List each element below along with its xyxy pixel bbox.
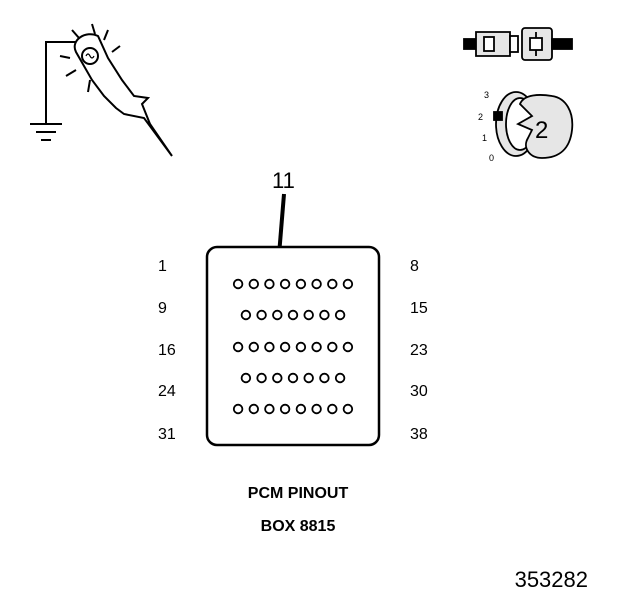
connector-pin bbox=[248, 403, 260, 415]
connector-pin bbox=[279, 403, 291, 415]
ignition-key-position-label: 2 bbox=[535, 117, 548, 144]
row-label-left: 9 bbox=[158, 300, 167, 317]
connector-pin bbox=[327, 278, 338, 290]
connector-pin bbox=[264, 278, 275, 290]
row-label-left: 16 bbox=[158, 342, 176, 359]
connector-disconnected-icon bbox=[463, 27, 573, 61]
connector-pin bbox=[303, 309, 314, 321]
ignition-position-1: 1 bbox=[482, 133, 487, 143]
row-label-right: 15 bbox=[410, 300, 428, 317]
pcm-connector-face bbox=[205, 245, 381, 447]
connector-pin bbox=[287, 372, 299, 384]
connector-pin bbox=[248, 341, 260, 353]
ground-symbol-icon bbox=[30, 123, 62, 141]
connector-pin bbox=[342, 403, 354, 415]
row-label-left: 1 bbox=[158, 258, 167, 275]
figure-number: 353282 bbox=[515, 567, 588, 592]
ignition-position-3: 3 bbox=[484, 90, 489, 100]
connector-pin bbox=[232, 278, 244, 290]
connector-pin bbox=[256, 309, 267, 321]
row-label-left: 31 bbox=[158, 426, 176, 443]
connector-pin bbox=[319, 309, 330, 321]
ignition-position-0: 0 bbox=[489, 153, 494, 163]
connector-pin bbox=[240, 309, 252, 321]
connector-pin bbox=[256, 372, 267, 384]
connector-pin bbox=[279, 278, 291, 290]
connector-pin bbox=[327, 403, 338, 415]
connector-pin bbox=[311, 341, 322, 353]
connector-pin bbox=[248, 278, 260, 290]
connector-pin bbox=[232, 403, 244, 415]
connector-pin bbox=[232, 341, 244, 353]
connector-pin bbox=[311, 403, 322, 415]
connector-pin bbox=[287, 309, 299, 321]
row-label-left: 24 bbox=[158, 383, 176, 400]
connector-pin bbox=[334, 309, 346, 321]
connector-pin bbox=[327, 341, 338, 353]
highlighted-pin bbox=[272, 309, 283, 321]
connector-pin bbox=[264, 403, 275, 415]
connector-pin bbox=[295, 341, 307, 353]
caption-subtitle: BOX 8815 bbox=[261, 518, 336, 535]
ignition-position-2: 2 bbox=[478, 112, 483, 122]
ignition-switch-key-icon: 3 2 1 0 2 bbox=[478, 90, 574, 163]
connector-pin bbox=[342, 278, 354, 290]
connector-pin bbox=[240, 372, 252, 384]
pin-row-labels-right: 8 15 23 30 38 bbox=[410, 258, 428, 443]
connector-pin bbox=[311, 278, 322, 290]
row-label-right: 8 bbox=[410, 258, 419, 275]
connector-pin bbox=[295, 403, 307, 415]
test-light-probe-icon bbox=[30, 23, 173, 157]
connector-pin bbox=[342, 341, 354, 353]
row-label-right: 38 bbox=[410, 426, 428, 443]
connector-pin bbox=[334, 372, 346, 384]
row-label-right: 23 bbox=[410, 342, 428, 359]
connector-pin bbox=[264, 341, 275, 353]
pin-grid bbox=[232, 278, 354, 415]
callout-pin-number: 11 bbox=[272, 168, 295, 193]
row-label-right: 30 bbox=[410, 383, 428, 400]
connector-pin bbox=[319, 372, 330, 384]
pin-row-labels-left: 1 9 16 24 31 bbox=[158, 258, 176, 443]
caption-title: PCM PINOUT bbox=[248, 485, 349, 502]
connector-pin bbox=[303, 372, 314, 384]
connector-pin bbox=[272, 372, 283, 384]
connector-pin bbox=[295, 278, 307, 290]
connector-pin bbox=[279, 341, 291, 353]
